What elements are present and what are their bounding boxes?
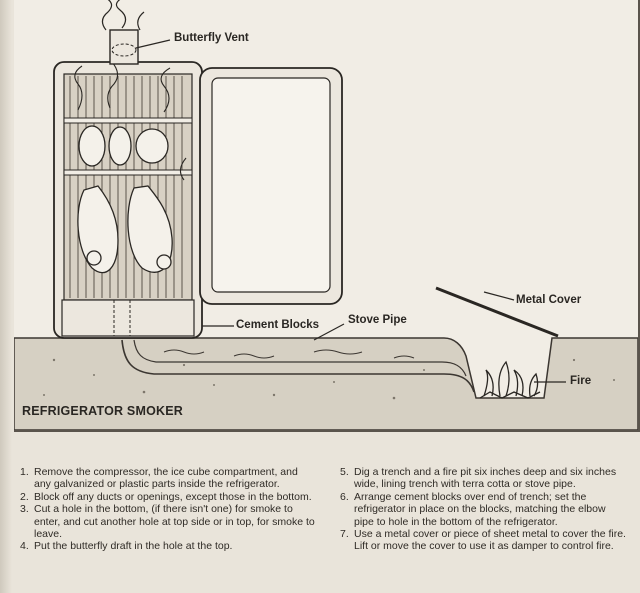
ground-texture [43, 358, 615, 400]
instruction-step: 6.Arrange cement blocks over end of tren… [340, 490, 606, 528]
stove-pipe-label: Stove Pipe [348, 314, 407, 326]
instruction-step: 4.Put the butterfly draft in the hole at… [20, 540, 233, 553]
figure-caption: REFRIGERATOR SMOKER [22, 404, 183, 418]
upper-shelf [63, 117, 193, 124]
metal-cover [435, 286, 559, 338]
hanging-meats [77, 125, 173, 274]
callout-leaders [135, 39, 566, 383]
butterfly-vent-label: Butterfly Vent [174, 32, 249, 44]
instruction-step: 7.Use a metal cover or piece of sheet me… [340, 528, 626, 553]
page-gutter [0, 0, 12, 593]
ground [14, 337, 638, 430]
fire-label: Fire [570, 375, 592, 387]
metal-cover-label: Metal Cover [516, 294, 582, 306]
smoker-illustration [14, 0, 638, 430]
instruction-step: 1.Remove the compressor, the ice cube co… [20, 466, 298, 491]
smoke-out-icon [101, 0, 145, 31]
stove-pipe [121, 339, 475, 393]
fire-flames [479, 360, 541, 399]
lower-shelf [63, 169, 193, 176]
instruction-step: 3.Cut a hole in the bottom, (if there is… [20, 503, 315, 541]
vent-pipe [109, 29, 139, 65]
instruction-step: 2.Block off any ducts or openings, excep… [20, 490, 312, 503]
smoker-figure: Butterfly Vent Cement Blocks Stove Pipe … [14, 0, 640, 432]
instructions-right-column: 5.Dig a trench and a fire pit six inches… [340, 466, 628, 553]
instructions-left-column: 1.Remove the compressor, the ice cube co… [20, 466, 316, 553]
instruction-step: 5.Dig a trench and a fire pit six inches… [340, 466, 617, 491]
butterfly-vent-icon [111, 43, 137, 57]
cement-blocks-label: Cement Blocks [236, 319, 320, 331]
smoke-swirls [74, 61, 187, 181]
